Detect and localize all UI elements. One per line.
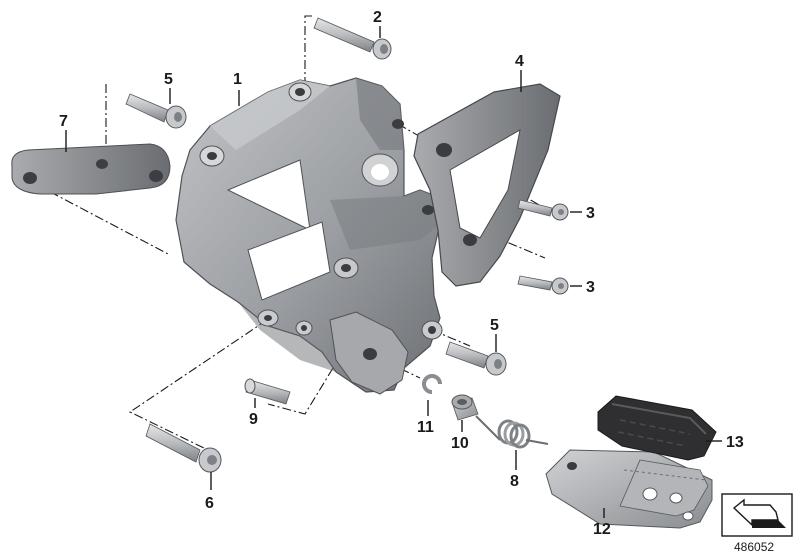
callout-9: 9 bbox=[249, 411, 258, 428]
callout-4: 4 bbox=[515, 53, 524, 70]
part-bolt-3-lower[interactable] bbox=[517, 275, 569, 295]
callout-7: 7 bbox=[59, 113, 68, 130]
part-bolt-5-lower[interactable] bbox=[445, 341, 507, 376]
callout-3-lower: 3 bbox=[586, 279, 595, 296]
part-bolt-6[interactable] bbox=[145, 423, 222, 473]
callout-12: 12 bbox=[593, 521, 611, 538]
part-bushing-10[interactable] bbox=[451, 394, 479, 421]
callout-8: 8 bbox=[510, 473, 519, 490]
part-holder-plate-7[interactable] bbox=[11, 143, 171, 195]
callout-11: 11 bbox=[417, 419, 434, 436]
callouts: 1 2 3 3 4 5 5 6 7 8 9 11 10 12 13 bbox=[59, 9, 744, 538]
callout-13: 13 bbox=[726, 434, 744, 451]
callout-10: 10 bbox=[451, 435, 469, 452]
part-bolt-5-upper[interactable] bbox=[125, 93, 187, 129]
part-circlip-11[interactable] bbox=[422, 374, 442, 394]
diagram-reference-number: 486052 bbox=[734, 540, 775, 554]
part-spring-8[interactable] bbox=[475, 415, 549, 449]
callout-6: 6 bbox=[205, 495, 214, 512]
callout-5-upper: 5 bbox=[164, 71, 173, 88]
part-main-bracket-1[interactable] bbox=[175, 77, 443, 395]
part-footpeg-12[interactable] bbox=[545, 449, 713, 529]
callout-1: 1 bbox=[233, 71, 242, 88]
part-heel-guard-4[interactable] bbox=[413, 83, 561, 287]
part-bolt-3-upper[interactable] bbox=[517, 199, 569, 221]
part-pin-9[interactable] bbox=[244, 378, 291, 405]
part-bolt-2[interactable] bbox=[313, 17, 392, 60]
callout-5-lower: 5 bbox=[490, 317, 499, 334]
callout-2: 2 bbox=[373, 9, 382, 26]
leader-lines bbox=[65, 26, 722, 518]
direction-arrow-icon bbox=[721, 493, 793, 537]
callout-3-upper: 3 bbox=[586, 205, 595, 222]
part-rubber-pad-13[interactable] bbox=[597, 395, 717, 461]
